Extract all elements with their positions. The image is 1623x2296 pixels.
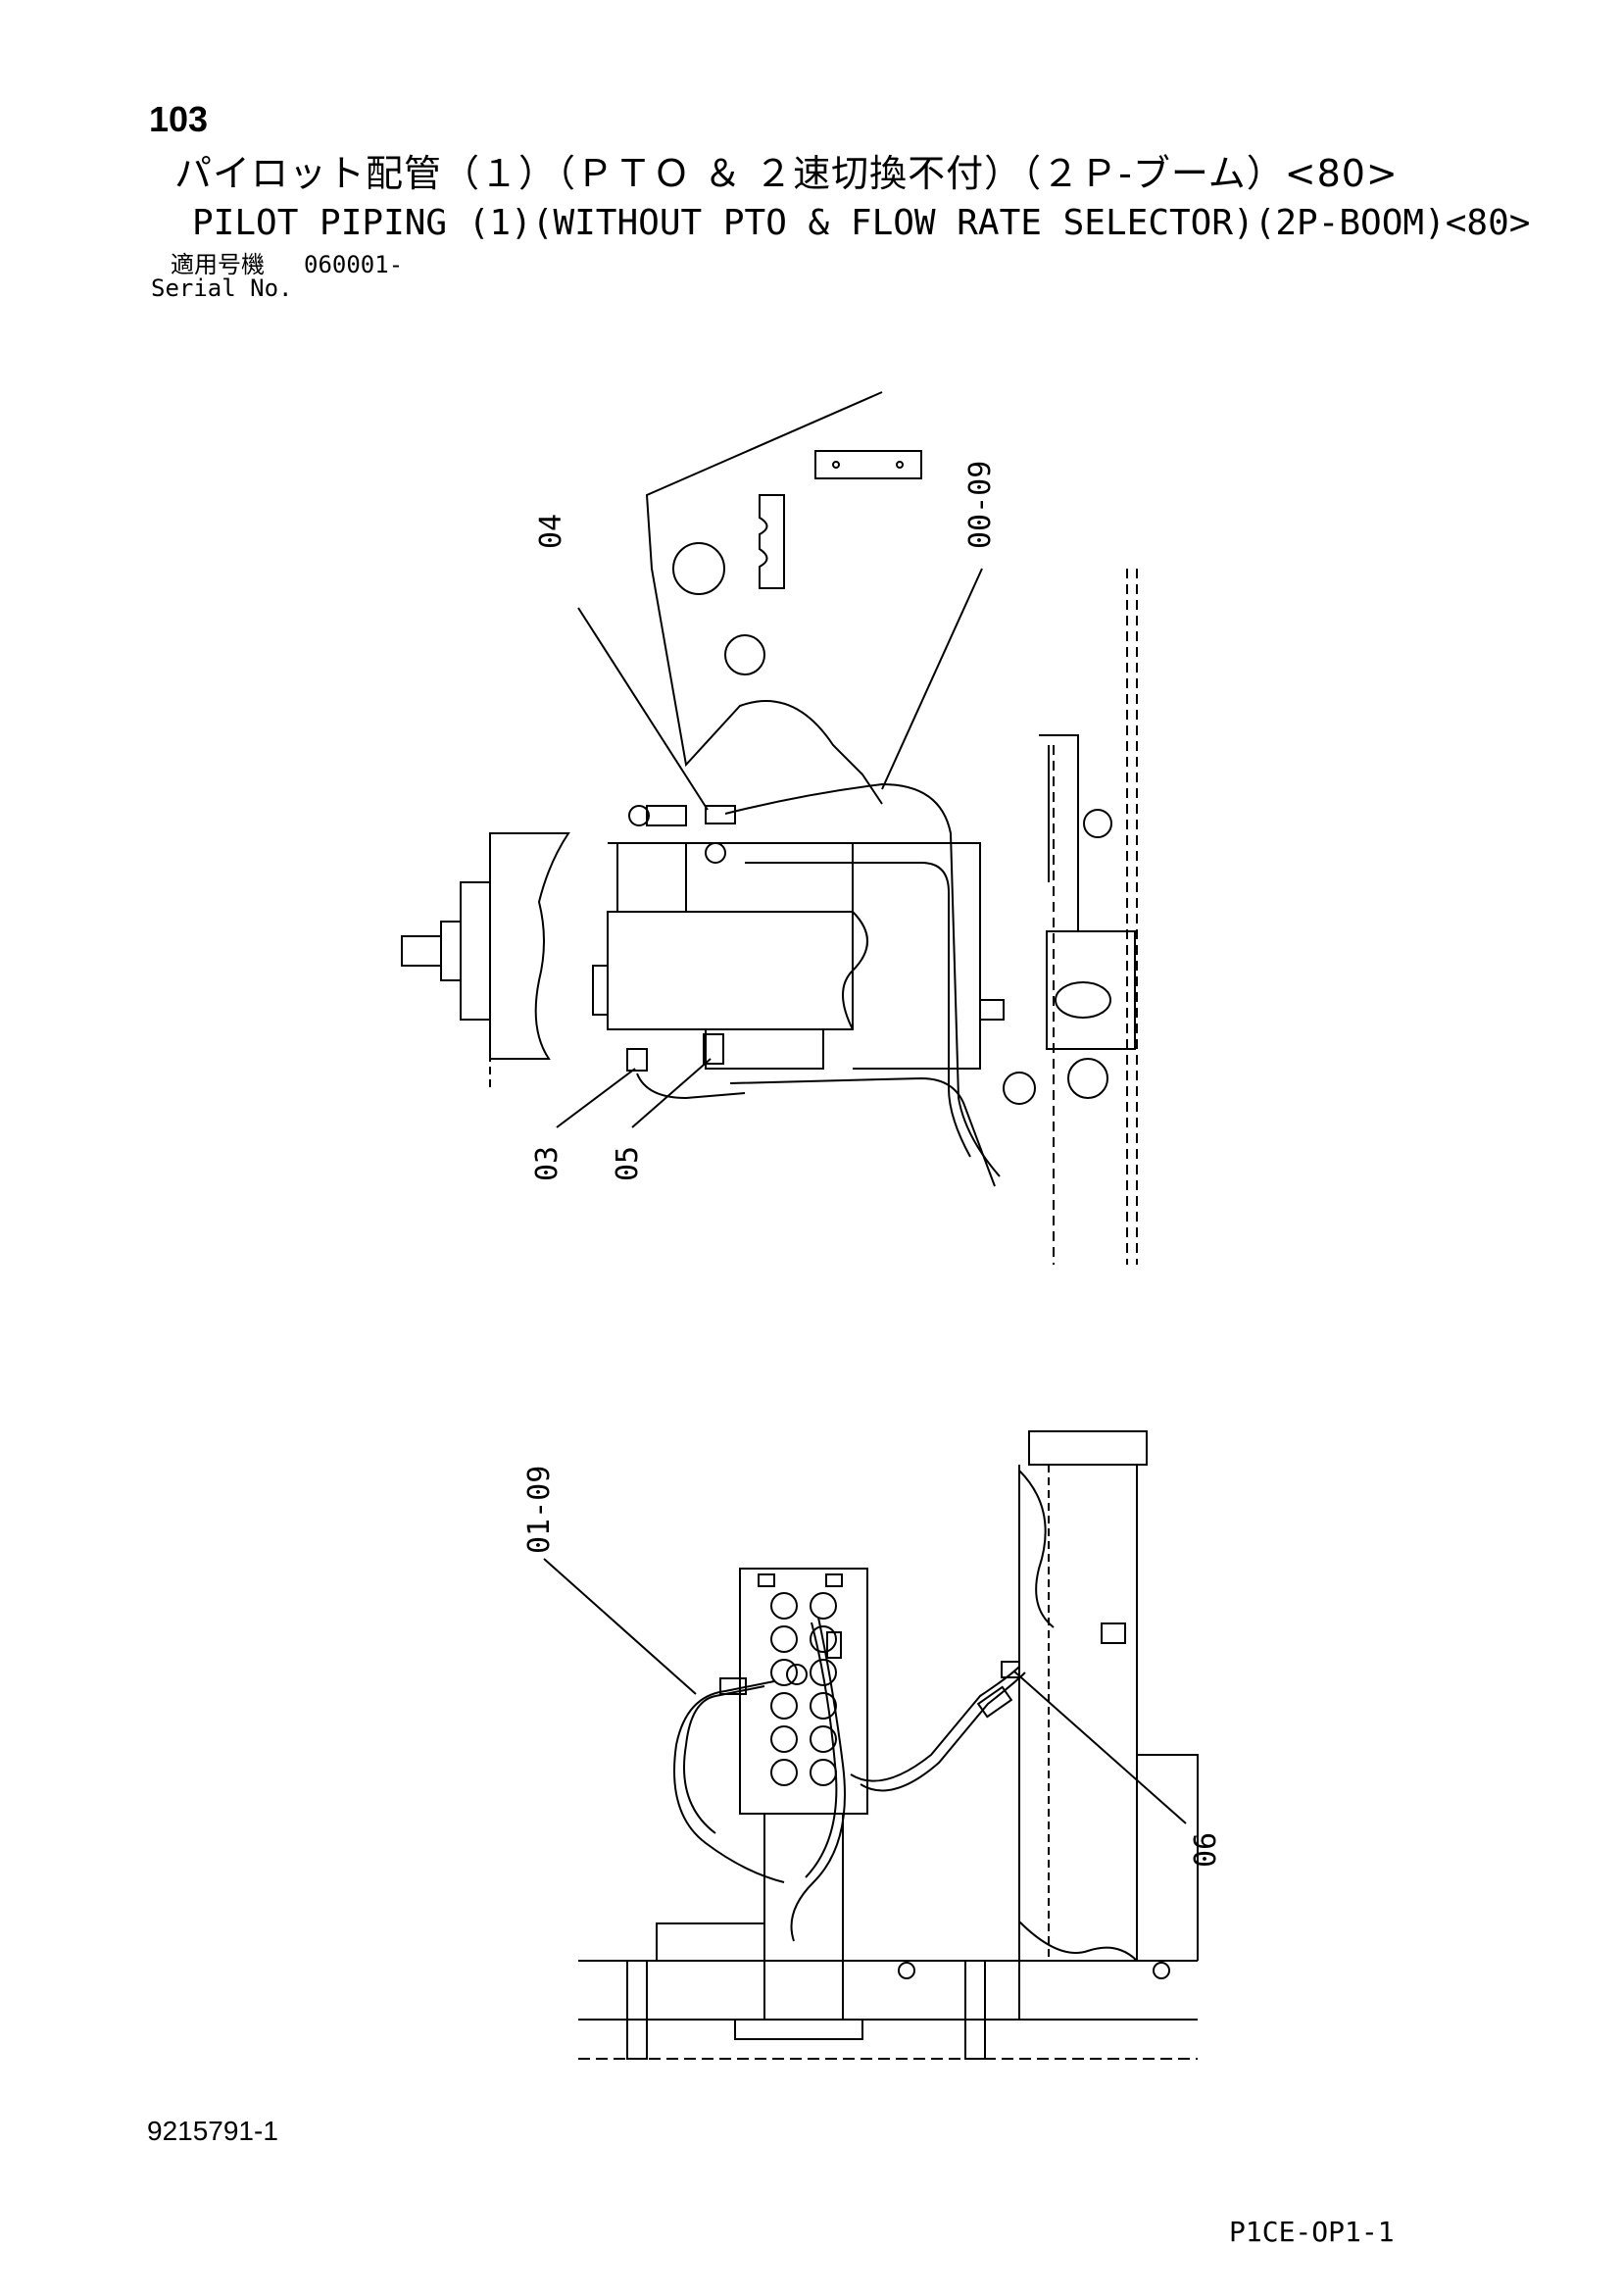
pilot-hose (745, 862, 971, 1158)
page-title-english: PILOT PIPING (1)(WITHOUT PTO & FLOW RATE… (192, 203, 1531, 243)
callout-00-09: 00-09 (963, 461, 998, 549)
boom-bracket-plate (645, 391, 883, 805)
drawing-number: 9215791-1 (147, 2116, 278, 2146)
bottom-assembly-drawing (543, 1430, 1199, 2060)
bracket-hole (672, 542, 725, 595)
valve-column (739, 1568, 868, 1815)
top-assembly-drawing (401, 391, 1138, 1265)
pilot-hose (636, 1073, 746, 1100)
serial-label-english: Serial No. (151, 275, 293, 302)
callout-06: 06 (1189, 1832, 1223, 1868)
leader-line-01-09 (543, 1558, 697, 1695)
page-number: 103 (149, 99, 209, 139)
callout-03: 03 (530, 1146, 565, 1181)
auxiliary-unit (489, 832, 570, 1060)
callout-05: 05 (611, 1146, 645, 1181)
bracket-notch (759, 494, 785, 589)
leader-line-06 (1013, 1671, 1187, 1824)
pilot-hose (683, 1685, 765, 1834)
serial-number-value: 060001- (304, 251, 404, 278)
page-title-japanese: パイロット配管（１）（ＰＴＯ ＆ ２速切換不付）（２Ｐ-ブーム）<80> (174, 152, 1399, 195)
bracket-hole (724, 634, 765, 675)
serial-label-japanese: 適用号機 (171, 251, 265, 278)
pilot-hose (790, 1617, 846, 1942)
valve-upper-block (685, 842, 854, 913)
support-post (1028, 1430, 1148, 1466)
pilot-hose (850, 1666, 1020, 1782)
leader-line-00-09 (881, 568, 983, 790)
leader-line-04 (577, 607, 709, 811)
pilot-hose (673, 1680, 785, 1883)
pilot-hose (860, 1672, 1026, 1792)
top-plate (814, 450, 922, 479)
callout-04: 04 (534, 514, 568, 549)
leader-line-05 (631, 1058, 712, 1128)
control-valve-body (607, 911, 854, 1030)
page-code: P1CE-OP1-1 (1229, 2216, 1395, 2248)
pilot-hose (724, 782, 1001, 1177)
pilot-hose (729, 1076, 996, 1187)
port-grid (770, 1592, 837, 1786)
pilot-hose (805, 1622, 838, 1878)
callout-01-09: 01-09 (522, 1466, 557, 1554)
leader-line-03 (556, 1068, 636, 1128)
